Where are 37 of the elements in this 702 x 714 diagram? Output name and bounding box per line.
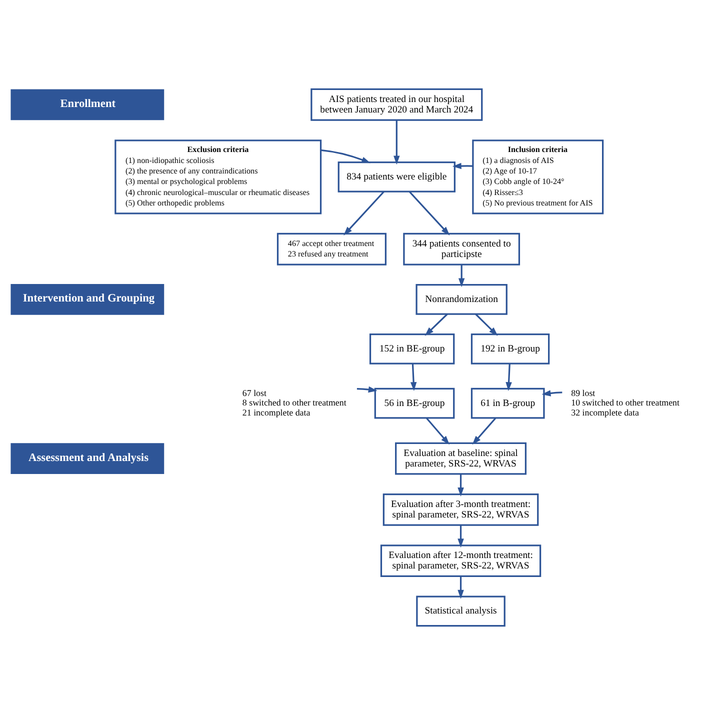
node-box: 344 patients consented to participste xyxy=(403,232,520,265)
node-box: Intervention and Grouping xyxy=(10,284,164,314)
arrow xyxy=(506,363,512,391)
arrow xyxy=(458,264,465,287)
node-box: Evaluation at baseline: spinal parameter, SRS-22, WRVAS xyxy=(395,442,527,474)
node-text: 89 lost 10 switched to other treatment 32 incomplete data xyxy=(571,387,680,417)
arrow xyxy=(475,313,498,336)
arrow xyxy=(394,120,400,164)
node-box: Exclusion criteria (1) non-idiopathic scoliosis (2) the presence of any contraindications (3) mental or psychological problems (4) chronic neurological–muscular or rheumatic diseases (5) Other orthopedic problems xyxy=(114,139,322,214)
arrow xyxy=(344,190,384,235)
arrow xyxy=(452,162,473,169)
arrow xyxy=(472,417,496,444)
node-box: AIS patients treated in our hospital between January 2020 and March 2024 xyxy=(310,88,483,120)
node-text: 67 lost 8 switched to other treatment 21 incomplete data xyxy=(242,387,346,417)
arrow xyxy=(458,576,464,598)
arrow xyxy=(426,417,450,444)
arrow xyxy=(356,386,378,392)
arrow xyxy=(424,313,448,336)
node-box: 834 patients were eligible xyxy=(338,160,456,192)
arrow xyxy=(410,363,417,391)
arrow xyxy=(408,190,450,235)
node-box: 467 accept other treatment 23 refused any treatment xyxy=(276,232,387,265)
node-box: Enrollment xyxy=(10,88,164,120)
node-box: 61 in B-group xyxy=(470,387,545,418)
arrow xyxy=(320,148,371,163)
arrow xyxy=(542,390,562,396)
node-box: 56 in BE-group xyxy=(374,387,455,418)
node-box: Statistical analysis xyxy=(416,595,506,626)
arrow xyxy=(458,524,464,548)
arrow xyxy=(458,474,464,496)
node-box: 192 in B-group xyxy=(470,333,550,364)
node-box: Inclusion criteria (1) a diagnosis of AIS (2) Age of 10-17 (3) Cobb angle of 10-24° (4) Risser≤3 (5) No previous treatment for AIS xyxy=(472,139,604,214)
node-box: Evaluation after 3-month treatment: spinal parameter, SRS-22, WRVAS xyxy=(382,492,539,526)
node-box: Evaluation after 12-month treatment: spinal parameter, SRS-22, WRVAS xyxy=(380,544,542,577)
node-box: Assessment and Analysis xyxy=(10,442,164,474)
node-box: Nonrandomization xyxy=(416,284,508,314)
node-box: 152 in BE-group xyxy=(369,333,455,364)
